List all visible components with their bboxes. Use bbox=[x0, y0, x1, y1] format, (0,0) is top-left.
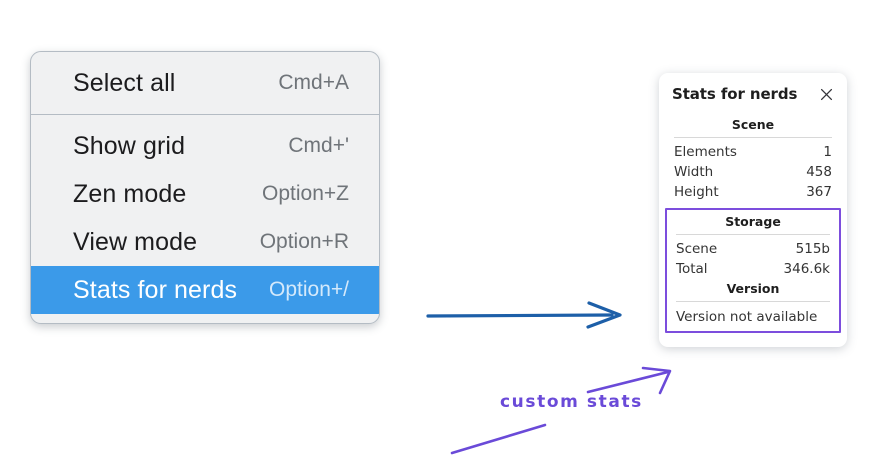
stat-label: Width bbox=[674, 164, 714, 180]
menu-item-show-grid[interactable]: Show grid Cmd+' bbox=[31, 122, 379, 170]
stat-row-width: Width 458 bbox=[672, 162, 834, 182]
purple-underline-annotation bbox=[450, 423, 547, 455]
stats-section-scene: Scene Elements 1 Width 458 Height 367 bbox=[672, 115, 834, 202]
section-heading: Scene bbox=[731, 117, 775, 132]
section-heading: Storage bbox=[725, 214, 781, 229]
menu-item-shortcut: Option+R bbox=[259, 230, 349, 253]
stats-panel-header: Stats for nerds bbox=[672, 85, 834, 103]
menu-item-label: Zen mode bbox=[73, 179, 187, 208]
stat-value: 458 bbox=[806, 164, 832, 180]
menu-item-stats-for-nerds[interactable]: Stats for nerds Option+/ bbox=[31, 266, 379, 314]
menu-item-label: View mode bbox=[73, 227, 198, 256]
stats-panel-title: Stats for nerds bbox=[672, 85, 798, 103]
context-menu[interactable]: Select all Cmd+A Show grid Cmd+' Zen mod… bbox=[30, 51, 380, 324]
stat-label: Scene bbox=[676, 241, 718, 257]
section-divider bbox=[676, 234, 830, 235]
stat-row-height: Height 367 bbox=[672, 182, 834, 202]
menu-item-label: Select all bbox=[73, 68, 176, 97]
stat-value: 346.6k bbox=[783, 261, 830, 277]
menu-item-zen-mode[interactable]: Zen mode Option+Z bbox=[31, 170, 379, 218]
section-divider bbox=[676, 301, 830, 302]
stat-row-storage-total: Total 346.6k bbox=[674, 259, 832, 279]
stat-value: 367 bbox=[806, 184, 832, 200]
stat-row-elements: Elements 1 bbox=[672, 142, 834, 162]
menu-group-2: Show grid Cmd+' Zen mode Option+Z View m… bbox=[31, 122, 379, 314]
menu-separator bbox=[31, 114, 379, 115]
stat-label: Total bbox=[676, 261, 708, 277]
menu-item-shortcut: Cmd+' bbox=[288, 134, 349, 157]
stat-value: 1 bbox=[823, 144, 832, 160]
stats-for-nerds-panel: Stats for nerds Scene Elements 1 Width 4… bbox=[659, 73, 847, 347]
menu-item-shortcut: Option+Z bbox=[262, 182, 349, 205]
section-heading: Version bbox=[726, 281, 780, 296]
stat-value: 515b bbox=[795, 241, 830, 257]
close-icon[interactable] bbox=[818, 86, 834, 102]
menu-item-select-all[interactable]: Select all Cmd+A bbox=[31, 59, 379, 107]
version-note: Version not available bbox=[676, 309, 818, 325]
section-divider bbox=[674, 137, 832, 138]
menu-item-label: Stats for nerds bbox=[73, 275, 238, 304]
stats-section-storage: Storage Scene 515b Total 346.6k bbox=[674, 212, 832, 279]
stat-label: Height bbox=[674, 184, 719, 200]
menu-item-shortcut: Option+/ bbox=[269, 278, 349, 301]
stat-row-storage-scene: Scene 515b bbox=[674, 239, 832, 259]
custom-stats-highlight-box: Storage Scene 515b Total 346.6k Version … bbox=[665, 208, 841, 333]
annotation-custom-stats-label: custom stats bbox=[500, 392, 643, 412]
menu-item-shortcut: Cmd+A bbox=[278, 71, 349, 94]
blue-arrow-annotation bbox=[426, 301, 622, 329]
stats-section-version: Version Version not available bbox=[674, 279, 832, 326]
purple-arrow-annotation bbox=[586, 366, 672, 395]
menu-item-view-mode[interactable]: View mode Option+R bbox=[31, 218, 379, 266]
stat-label: Elements bbox=[674, 144, 737, 160]
menu-group-1: Select all Cmd+A bbox=[31, 59, 379, 107]
menu-item-label: Show grid bbox=[73, 131, 186, 160]
